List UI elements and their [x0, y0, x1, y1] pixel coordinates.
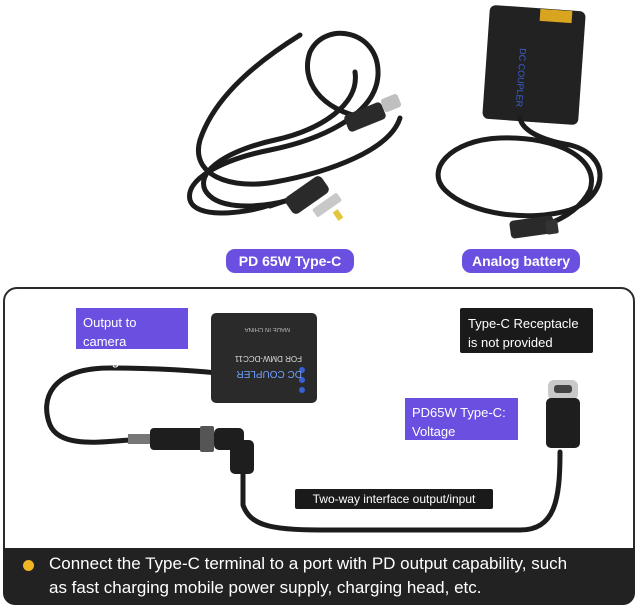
receptacle-line-1: Type-C Receptacle	[468, 316, 579, 331]
dc-barrel-socket-top	[509, 215, 559, 239]
footer-line-1: Connect the Type-C terminal to a port wi…	[49, 554, 568, 573]
bullet-icon	[23, 560, 34, 571]
battery-coupler-top: DC COUPLER	[482, 5, 586, 125]
pd-input-line-2: Voltage ≤9V~12V	[412, 424, 466, 458]
receptacle-callout: Type-C Receptacle is not provided	[460, 308, 593, 353]
usb-c-plug-top	[344, 94, 402, 132]
coupler-bottom	[211, 313, 317, 403]
receptacle-line-2: is not provided	[468, 335, 553, 350]
bottom-cable	[44, 365, 563, 533]
pd-label: PD 65W Type-C	[226, 249, 354, 273]
battery-cable-coil	[435, 115, 603, 228]
footer-note: Connect the Type-C terminal to a port wi…	[3, 548, 635, 605]
pd-input-callout: PD65W Type-C: Voltage ≤9V~12V	[405, 398, 518, 458]
usb-c-plug-bottom	[546, 380, 580, 448]
footer-line-2: as fast charging mobile power supply, ch…	[49, 578, 482, 597]
output-line-2: Voltage ≤9V~4.5A	[83, 353, 141, 387]
battery-label: Analog battery	[462, 249, 580, 273]
output-line-1: Output to camera	[83, 315, 137, 349]
two-way-label: Two-way interface output/input	[295, 489, 493, 509]
dc-plug-top	[285, 176, 344, 221]
pd-input-line-1: PD65W Type-C:	[412, 405, 506, 420]
dc-plug-bottom	[128, 426, 254, 474]
output-callout: Output to camera Voltage ≤9V~4.5A	[76, 308, 188, 387]
svg-text:DC COUPLER: DC COUPLER	[514, 48, 528, 108]
